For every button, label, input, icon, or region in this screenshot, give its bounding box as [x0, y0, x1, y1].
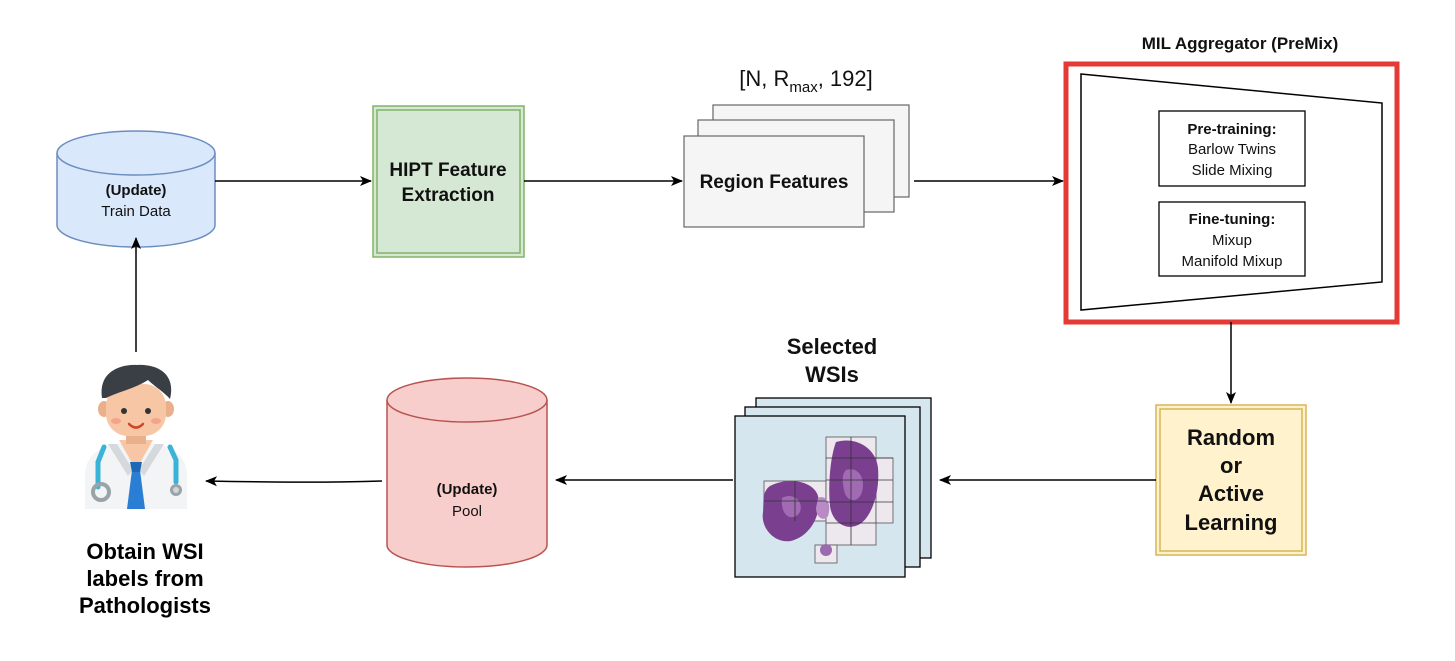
selector-line2: or: [1220, 453, 1242, 478]
train-data-update-label: (Update): [106, 182, 167, 199]
pool-label: Pool: [452, 503, 482, 520]
hipt-label-line2: Extraction: [402, 185, 495, 206]
region-features-label: Region Features: [700, 172, 849, 193]
selector-line3: Active: [1198, 481, 1264, 506]
mil-aggregator-title: MIL Aggregator (PreMix): [1142, 34, 1338, 53]
pretraining-box: Pre-training: Barlow Twins Slide Mixing: [1158, 110, 1306, 187]
selected-wsis-line2: WSIs: [805, 362, 859, 387]
finetuning-title: Fine-tuning:: [1189, 211, 1276, 228]
selector-line4: Learning: [1185, 510, 1278, 535]
region-features-shape: [N, Rmax, 192]: [739, 66, 873, 96]
pathologist-caption-line1: Obtain WSI: [86, 539, 204, 564]
mil-aggregator: MIL Aggregator (PreMix) Pre-training: Ba…: [1063, 34, 1400, 325]
selector-box: Random or Active Learning: [1155, 404, 1307, 556]
finetuning-item-mixup: Mixup: [1212, 232, 1252, 249]
tissue-slide-image: [762, 436, 894, 564]
pathologist-caption-line3: Pathologists: [78, 593, 211, 618]
pretraining-item-barlow-twins: Barlow Twins: [1188, 141, 1276, 158]
selected-wsis-line1: Selected: [787, 334, 878, 359]
hipt-feature-extraction-box: HIPT Feature Extraction: [372, 105, 525, 258]
selector-line1: Random: [1187, 425, 1275, 450]
train-data-cylinder: (Update) Train Data: [56, 130, 216, 248]
pathologist-caption-line2: labels from: [86, 566, 204, 591]
train-data-label: Train Data: [101, 203, 171, 220]
region-features-stack: [N, Rmax, 192] Region Features: [683, 66, 910, 228]
selected-wsis-stack: Selected WSIs: [734, 334, 932, 578]
pool-cylinder: (Update) Pool: [386, 377, 548, 568]
hipt-label-line1: HIPT Feature: [389, 160, 506, 181]
finetuning-item-manifold-mixup: Manifold Mixup: [1182, 253, 1283, 270]
pathologist-caption: Obtain WSI labels from Pathologists: [40, 538, 250, 619]
pretraining-item-slide-mixing: Slide Mixing: [1192, 162, 1273, 179]
arrow-pool-to-pathologist: [205, 476, 383, 487]
finetuning-box: Fine-tuning: Mixup Manifold Mixup: [1158, 201, 1306, 277]
doctor-icon: [85, 364, 187, 509]
pretraining-title: Pre-training:: [1187, 121, 1276, 138]
pool-update-label: (Update): [437, 481, 498, 498]
